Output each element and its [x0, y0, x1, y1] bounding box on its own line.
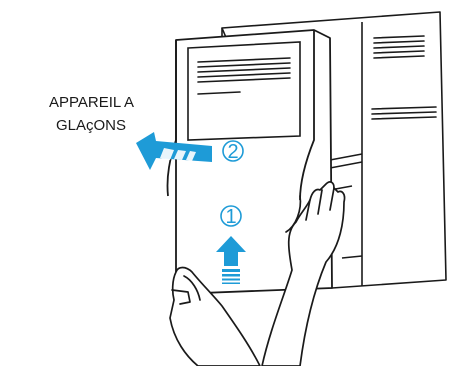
step-2-number: 2	[227, 141, 238, 163]
label-line-2: GLAçONS	[56, 117, 126, 134]
ice-maker-label: APPAREIL A GLAçONS	[49, 94, 134, 134]
unit-grille-panel	[188, 42, 300, 140]
label-line-1: APPAREIL A	[49, 94, 134, 111]
step-1-number: 1	[225, 206, 236, 228]
